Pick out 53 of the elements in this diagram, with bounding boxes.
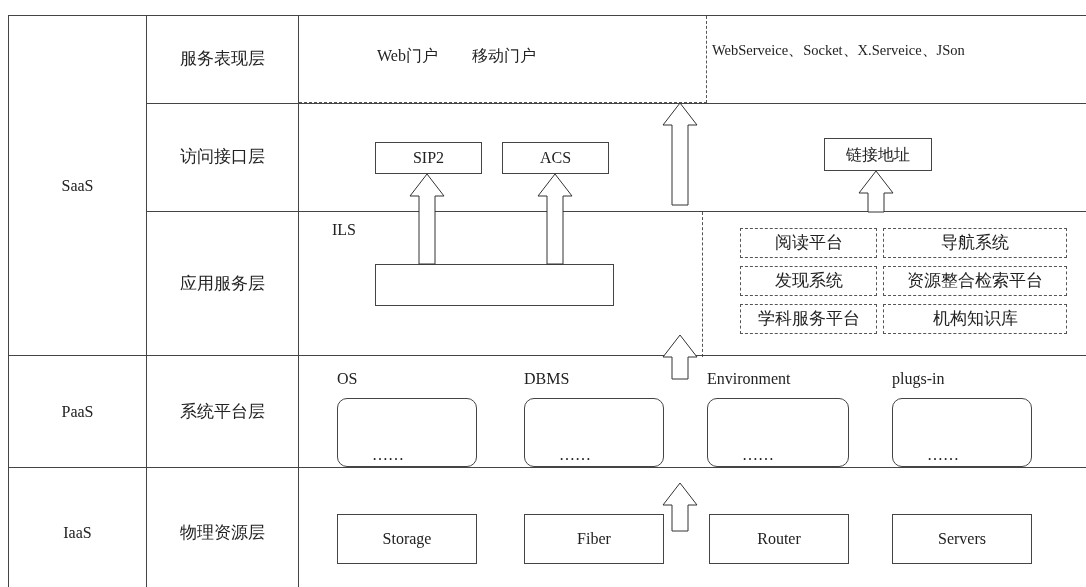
layer-label: 物理资源层 [147,468,299,587]
box-text: Servers [938,529,986,549]
component-box [524,514,664,564]
platform-box [740,228,877,258]
component-box [824,138,932,171]
block-arrow [662,482,698,532]
platform-box [740,304,877,334]
box-text: Router [757,529,801,549]
box-text: 机构知识库 [932,308,1018,330]
box-text: 链接地址 [846,144,910,165]
component-box [502,142,609,174]
layer-label: 应用服务层 [147,212,299,356]
tier-label: PaaS [60,401,95,422]
block-arrow [662,102,698,206]
component-box [892,514,1032,564]
block-arrow [537,173,573,265]
block-arrow [858,170,894,213]
box-text: 资源整合检索平台 [907,270,1043,292]
layer-label: 服务表现层 [147,16,299,103]
protocol-list: WebServeice、Socket、X.Serveice、JSon [712,42,965,60]
tier-label: IaaS [62,522,93,543]
group-heading: ILS [332,220,356,240]
box-text: SIP2 [412,148,445,168]
layer-label: 访问接口层 [147,104,299,211]
portal-text: Web门户 [377,46,438,66]
block-arrow [409,173,445,265]
platform-box [883,228,1067,258]
platform-box [883,304,1067,334]
ellipsis-text: …… [559,444,591,464]
box-text: ACS [539,148,572,168]
layer-label: 系统平台层 [147,356,299,468]
block-arrow [662,334,698,380]
component-box [375,142,482,174]
component-box [709,514,849,564]
box-text: 阅读平台 [774,232,843,254]
ellipsis-text: …… [927,444,959,464]
group-heading: OS [337,369,358,389]
ellipsis-text: …… [742,444,774,464]
box-text: 学科服务平台 [757,308,860,330]
box-text: Fiber [577,529,611,549]
group-heading: DBMS [524,369,570,389]
ellipsis-text: …… [372,444,404,464]
group-heading: plugs-in [892,369,945,389]
box-text: 导航系统 [941,232,1009,254]
platform-box [740,266,877,296]
tier-label: SaaS [60,175,95,196]
portal-text: 移动门户 [472,46,536,66]
component-box [337,514,477,564]
box-text: 发现系统 [774,270,843,292]
group-heading: Environment [707,369,791,389]
platform-box [883,266,1067,296]
portal-region [299,16,707,103]
box-text: Storage [382,529,432,549]
